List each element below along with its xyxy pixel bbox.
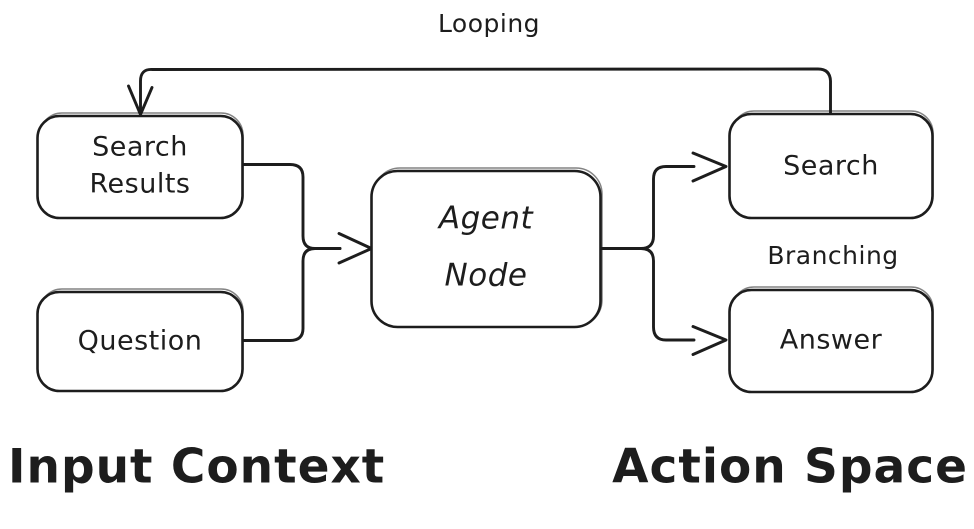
search-action-box[interactable]: [728, 112, 934, 220]
agent-to-search-edge-path: [599, 165, 696, 250]
looping-edge-path: [139, 67, 832, 118]
edge-looping: [127, 67, 832, 118]
edge-agent-to-answer: [599, 247, 728, 356]
search-results-box[interactable]: [36, 114, 244, 220]
question-edge-path: [241, 247, 342, 342]
agent-node-box[interactable]: [370, 169, 602, 329]
input-context-caption: Input Context: [8, 440, 385, 495]
agent-node-label-line1: Agent: [437, 201, 535, 237]
agent-to-answer-edge-path: [599, 247, 696, 342]
action-space-caption: Action Space: [612, 440, 968, 495]
question-box[interactable]: [36, 290, 244, 393]
looping-arrowhead: [127, 84, 154, 116]
search-results-edge-path: [241, 163, 342, 250]
search-action-label: Search: [783, 151, 879, 182]
node-agent[interactable]: Agent Node: [370, 167, 603, 329]
question-label: Question: [78, 326, 203, 357]
looping-label: Looping: [438, 9, 540, 38]
search-arrowhead: [691, 151, 728, 183]
edge-search-results-to-agent: [241, 163, 342, 250]
node-search-results[interactable]: Search Results: [36, 112, 244, 220]
node-question[interactable]: Question: [36, 288, 244, 393]
agent-node-arrowhead: [337, 232, 373, 265]
node-answer-action[interactable]: Answer: [728, 286, 934, 394]
search-results-label-line1: Search: [92, 132, 188, 163]
answer-action-box[interactable]: [728, 288, 934, 394]
edge-agent-to-search: [599, 151, 728, 250]
answer-arrowhead: [691, 325, 728, 356]
search-results-label-line2: Results: [90, 169, 191, 200]
branching-label: Branching: [767, 241, 898, 270]
node-search-action[interactable]: Search: [728, 110, 934, 220]
edge-question-to-agent: [241, 232, 373, 342]
agent-node-label-line2: Node: [445, 258, 528, 294]
answer-action-label: Answer: [780, 325, 883, 356]
